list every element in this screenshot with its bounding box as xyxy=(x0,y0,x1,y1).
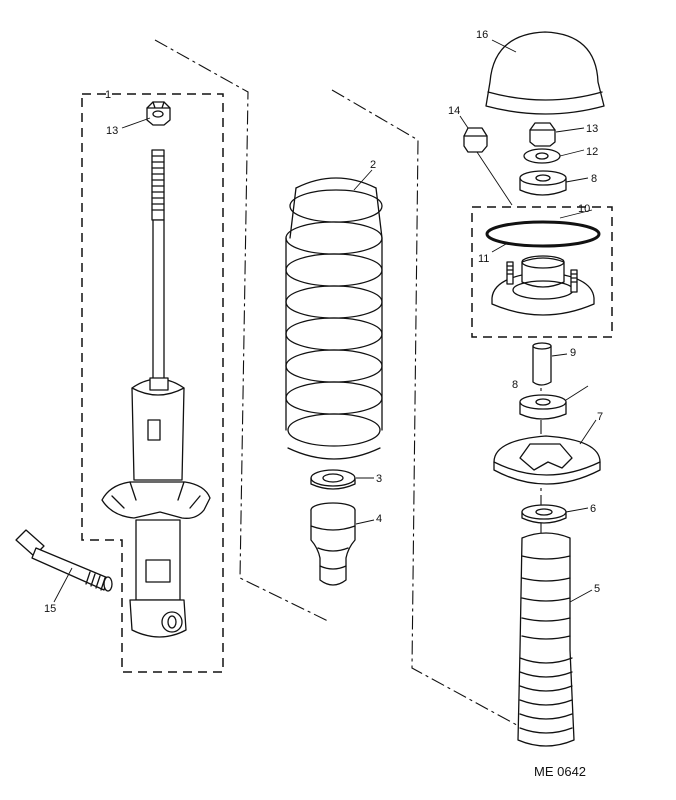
callout-8-upper: 8 xyxy=(591,173,597,185)
spring-seat-part-7 xyxy=(493,435,601,485)
spacer-part-9 xyxy=(532,342,552,386)
gaiter-part-5 xyxy=(517,532,575,747)
callout-12: 12 xyxy=(586,146,598,158)
o-ring-part-11 xyxy=(485,220,601,248)
callout-13-left: 13 xyxy=(106,125,118,137)
callout-10: 10 xyxy=(578,203,590,215)
nut-part-14 xyxy=(463,127,488,153)
leader-lines xyxy=(53,39,597,603)
top-mount-part-10 xyxy=(491,255,595,316)
callout-3: 3 xyxy=(376,473,382,485)
callout-4: 4 xyxy=(376,513,382,525)
damper-assembly-box xyxy=(81,93,224,673)
callout-15: 15 xyxy=(44,603,56,615)
callout-13-right: 13 xyxy=(586,123,598,135)
nut-part-13-left xyxy=(146,101,171,126)
bump-stop-part-4 xyxy=(310,502,356,586)
bush-part-8-lower xyxy=(519,394,567,420)
callout-1: 1 xyxy=(105,89,111,101)
nut-part-13-right xyxy=(529,122,556,147)
callout-7: 7 xyxy=(597,411,603,423)
coil-spring-part-2 xyxy=(285,177,383,460)
callout-11: 11 xyxy=(478,253,489,265)
bearing-part-6 xyxy=(521,504,567,524)
drawing-reference: ME 0642 xyxy=(534,764,586,779)
bush-part-8-upper xyxy=(519,170,567,196)
bolt-part-15 xyxy=(15,529,113,592)
callout-labels: 1 13 2 3 4 15 16 14 13 12 8 10 11 9 8 7 … xyxy=(44,29,603,615)
callout-2: 2 xyxy=(370,159,376,171)
callout-6: 6 xyxy=(590,503,596,515)
top-mount-assembly-box xyxy=(471,206,613,338)
damper-part-1 xyxy=(101,149,211,638)
callout-9: 9 xyxy=(570,347,576,359)
washer-part-12 xyxy=(523,148,561,164)
callout-14: 14 xyxy=(448,105,460,117)
callout-5: 5 xyxy=(594,583,600,595)
callout-16: 16 xyxy=(476,29,488,41)
dust-cap-part-16 xyxy=(485,31,605,115)
bearing-part-3 xyxy=(310,469,356,490)
callout-8-lower: 8 xyxy=(512,379,518,391)
